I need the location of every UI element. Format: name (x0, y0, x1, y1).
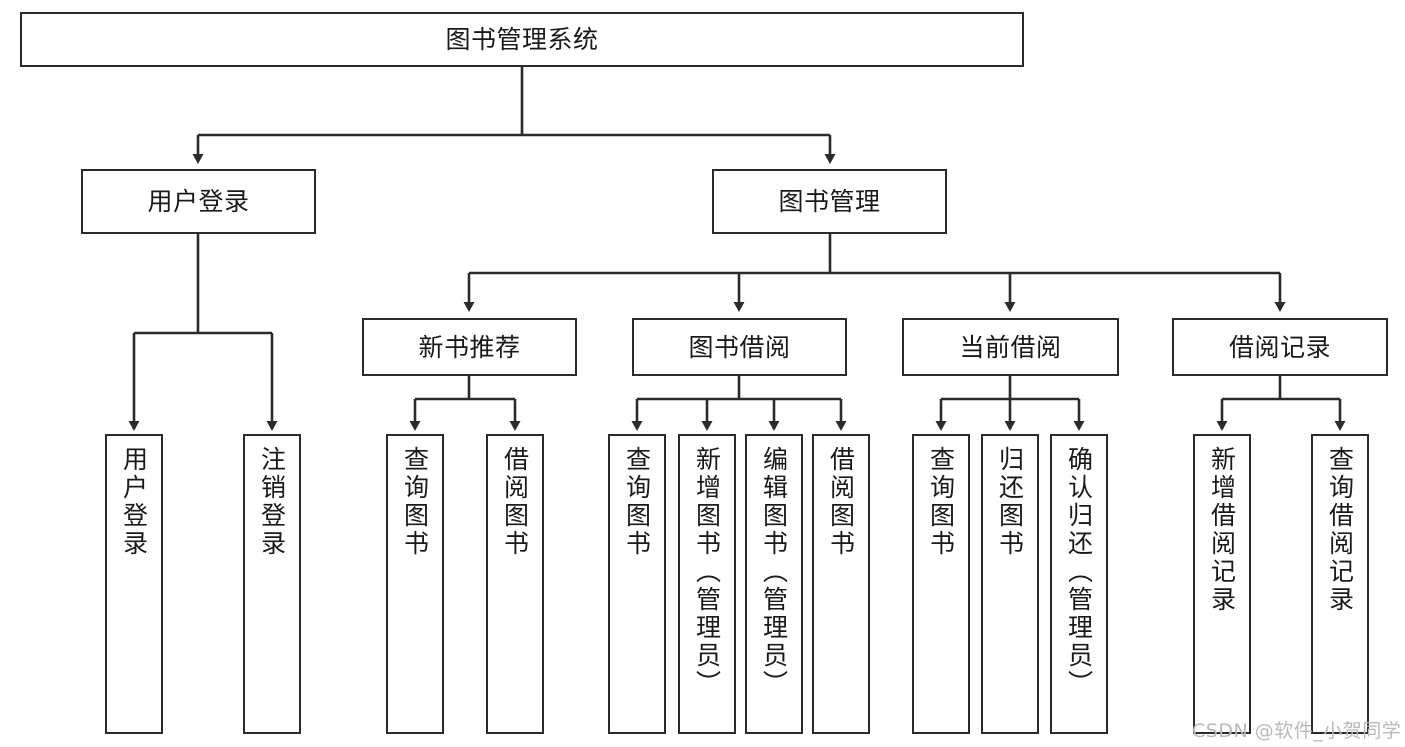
node-book-borrow[interactable]: 图书借阅 (632, 318, 847, 376)
leaf-user-login-logout[interactable]: 注销登录 (243, 434, 301, 734)
node-label: 借阅记录 (1228, 332, 1331, 362)
leaf-borrow-edit-book-admin[interactable]: 编辑图书（管理员） (745, 434, 803, 734)
leaf-current-confirm-return-admin[interactable]: 确认归还（管理员） (1050, 434, 1108, 734)
leaf-current-return-book[interactable]: 归还图书 (981, 434, 1039, 734)
node-label: 查询借阅记录 (1325, 446, 1355, 614)
leaf-user-login-login[interactable]: 用户登录 (105, 434, 163, 734)
leaf-recommend-query-book[interactable]: 查询图书 (386, 434, 444, 734)
leaf-borrow-borrow-book[interactable]: 借阅图书 (812, 434, 870, 734)
node-label: 当前借阅 (959, 332, 1062, 362)
leaf-recommend-borrow-book[interactable]: 借阅图书 (486, 434, 544, 734)
node-new-book-recommend[interactable]: 新书推荐 (362, 318, 577, 376)
node-label: 用户登录 (119, 446, 149, 558)
node-label: 图书借阅 (688, 332, 791, 362)
node-label: 图书管理 (778, 187, 881, 216)
node-label: 借阅图书 (500, 446, 530, 558)
node-label: 查询图书 (926, 446, 956, 558)
node-label: 新书推荐 (418, 332, 521, 362)
node-label: 归还图书 (995, 446, 1025, 558)
leaf-record-query-record[interactable]: 查询借阅记录 (1311, 434, 1369, 734)
node-label: 新增图书（管理员） (692, 446, 722, 698)
node-label: 查询图书 (400, 446, 430, 558)
node-label: 编辑图书（管理员） (759, 446, 789, 698)
node-label: 确认归还（管理员） (1064, 446, 1094, 698)
node-label: 查询图书 (622, 446, 652, 558)
leaf-borrow-add-book-admin[interactable]: 新增图书（管理员） (678, 434, 736, 734)
leaf-record-add-record[interactable]: 新增借阅记录 (1193, 434, 1251, 734)
node-label: 新增借阅记录 (1207, 446, 1237, 614)
node-borrow-record[interactable]: 借阅记录 (1172, 318, 1388, 376)
node-label: 图书管理系统 (445, 25, 599, 54)
node-root-system[interactable]: 图书管理系统 (20, 12, 1024, 67)
node-label: 用户登录 (147, 187, 250, 216)
node-label: 借阅图书 (826, 446, 856, 558)
csdn-watermark: CSDN @软件_小贺同学 (1192, 720, 1402, 742)
node-book-management[interactable]: 图书管理 (712, 169, 947, 234)
node-label: 注销登录 (257, 446, 287, 558)
node-current-borrow[interactable]: 当前借阅 (902, 318, 1119, 376)
node-user-login[interactable]: 用户登录 (81, 169, 316, 234)
leaf-borrow-query-book[interactable]: 查询图书 (608, 434, 666, 734)
leaf-current-query-book[interactable]: 查询图书 (912, 434, 970, 734)
